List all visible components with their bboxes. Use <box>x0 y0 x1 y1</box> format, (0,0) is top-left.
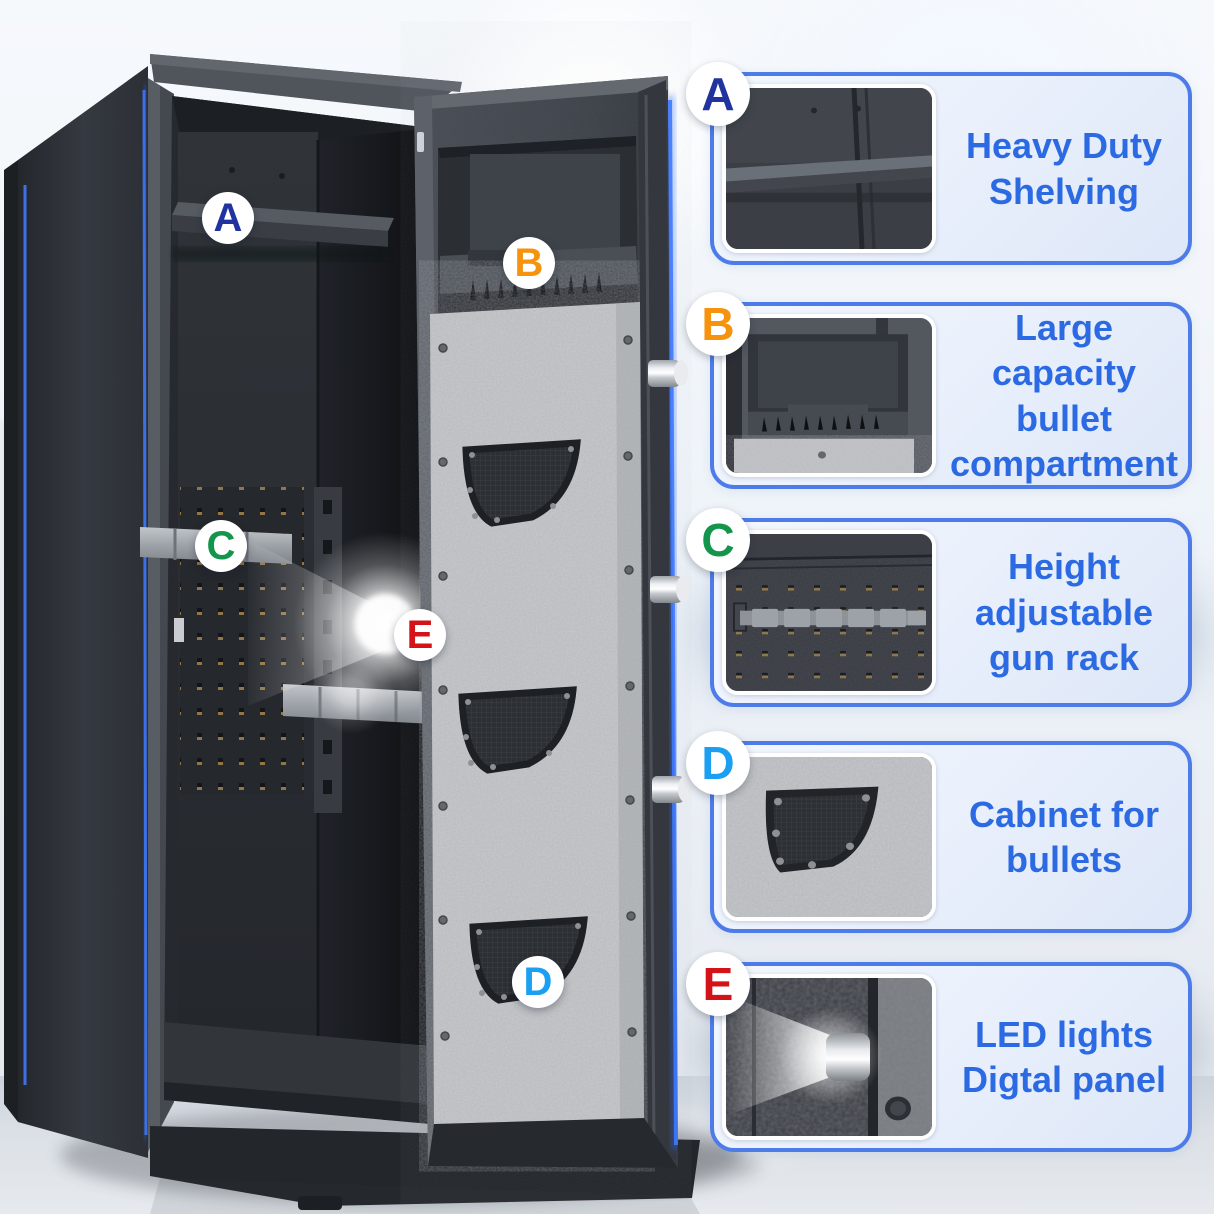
feature-card-gun-rack: C <box>686 508 1192 707</box>
feature-label-gun-rack: Height adjustable gun rack <box>974 546 1154 679</box>
marker-d: D <box>512 956 564 1008</box>
gun-rack-photo <box>722 530 936 695</box>
marker-a: A <box>202 192 254 244</box>
badge-b: B <box>686 292 750 356</box>
led-light-photo <box>722 974 936 1140</box>
marker-e-letter: E <box>406 613 434 657</box>
badge-a-letter: A <box>701 68 735 120</box>
bullet-cabinet-photo <box>722 753 936 921</box>
feature-label-bullet-compartment: Large capacity bullet compartment <box>949 306 1179 484</box>
bullet-compartment-photo <box>722 314 936 477</box>
feature-label-bullet-cabinet: Cabinet for bullets <box>968 793 1159 880</box>
badge-a: A <box>686 62 750 126</box>
feature-label-shelving: Heavy Duty Shelving <box>965 125 1163 212</box>
marker-e: E <box>394 609 446 661</box>
badge-d-letter: D <box>701 737 735 789</box>
feature-card-shelving: A Heavy Duty Shelving <box>686 62 1192 265</box>
badge-b-letter: B <box>701 298 735 350</box>
feature-label-led-panel: LED lights Digtal panel <box>961 1013 1167 1100</box>
feature-card-bullet-compartment: B <box>686 292 1192 489</box>
marker-a-letter: A <box>213 196 243 240</box>
badge-c-letter: C <box>701 514 735 566</box>
marker-b: B <box>503 237 555 289</box>
badge-d: D <box>686 731 750 795</box>
badge-e-letter: E <box>702 958 734 1010</box>
feature-card-led-panel: E <box>686 952 1192 1152</box>
feature-card-bullet-cabinet: D Cabinet for bullets <box>686 731 1192 933</box>
badge-c: C <box>686 508 750 572</box>
shelving-photo <box>722 84 936 253</box>
marker-b-letter: B <box>514 241 544 285</box>
marker-c: C <box>195 520 247 572</box>
marker-d-letter: D <box>523 960 553 1004</box>
badge-e: E <box>686 952 750 1016</box>
marker-c-letter: C <box>206 524 236 568</box>
